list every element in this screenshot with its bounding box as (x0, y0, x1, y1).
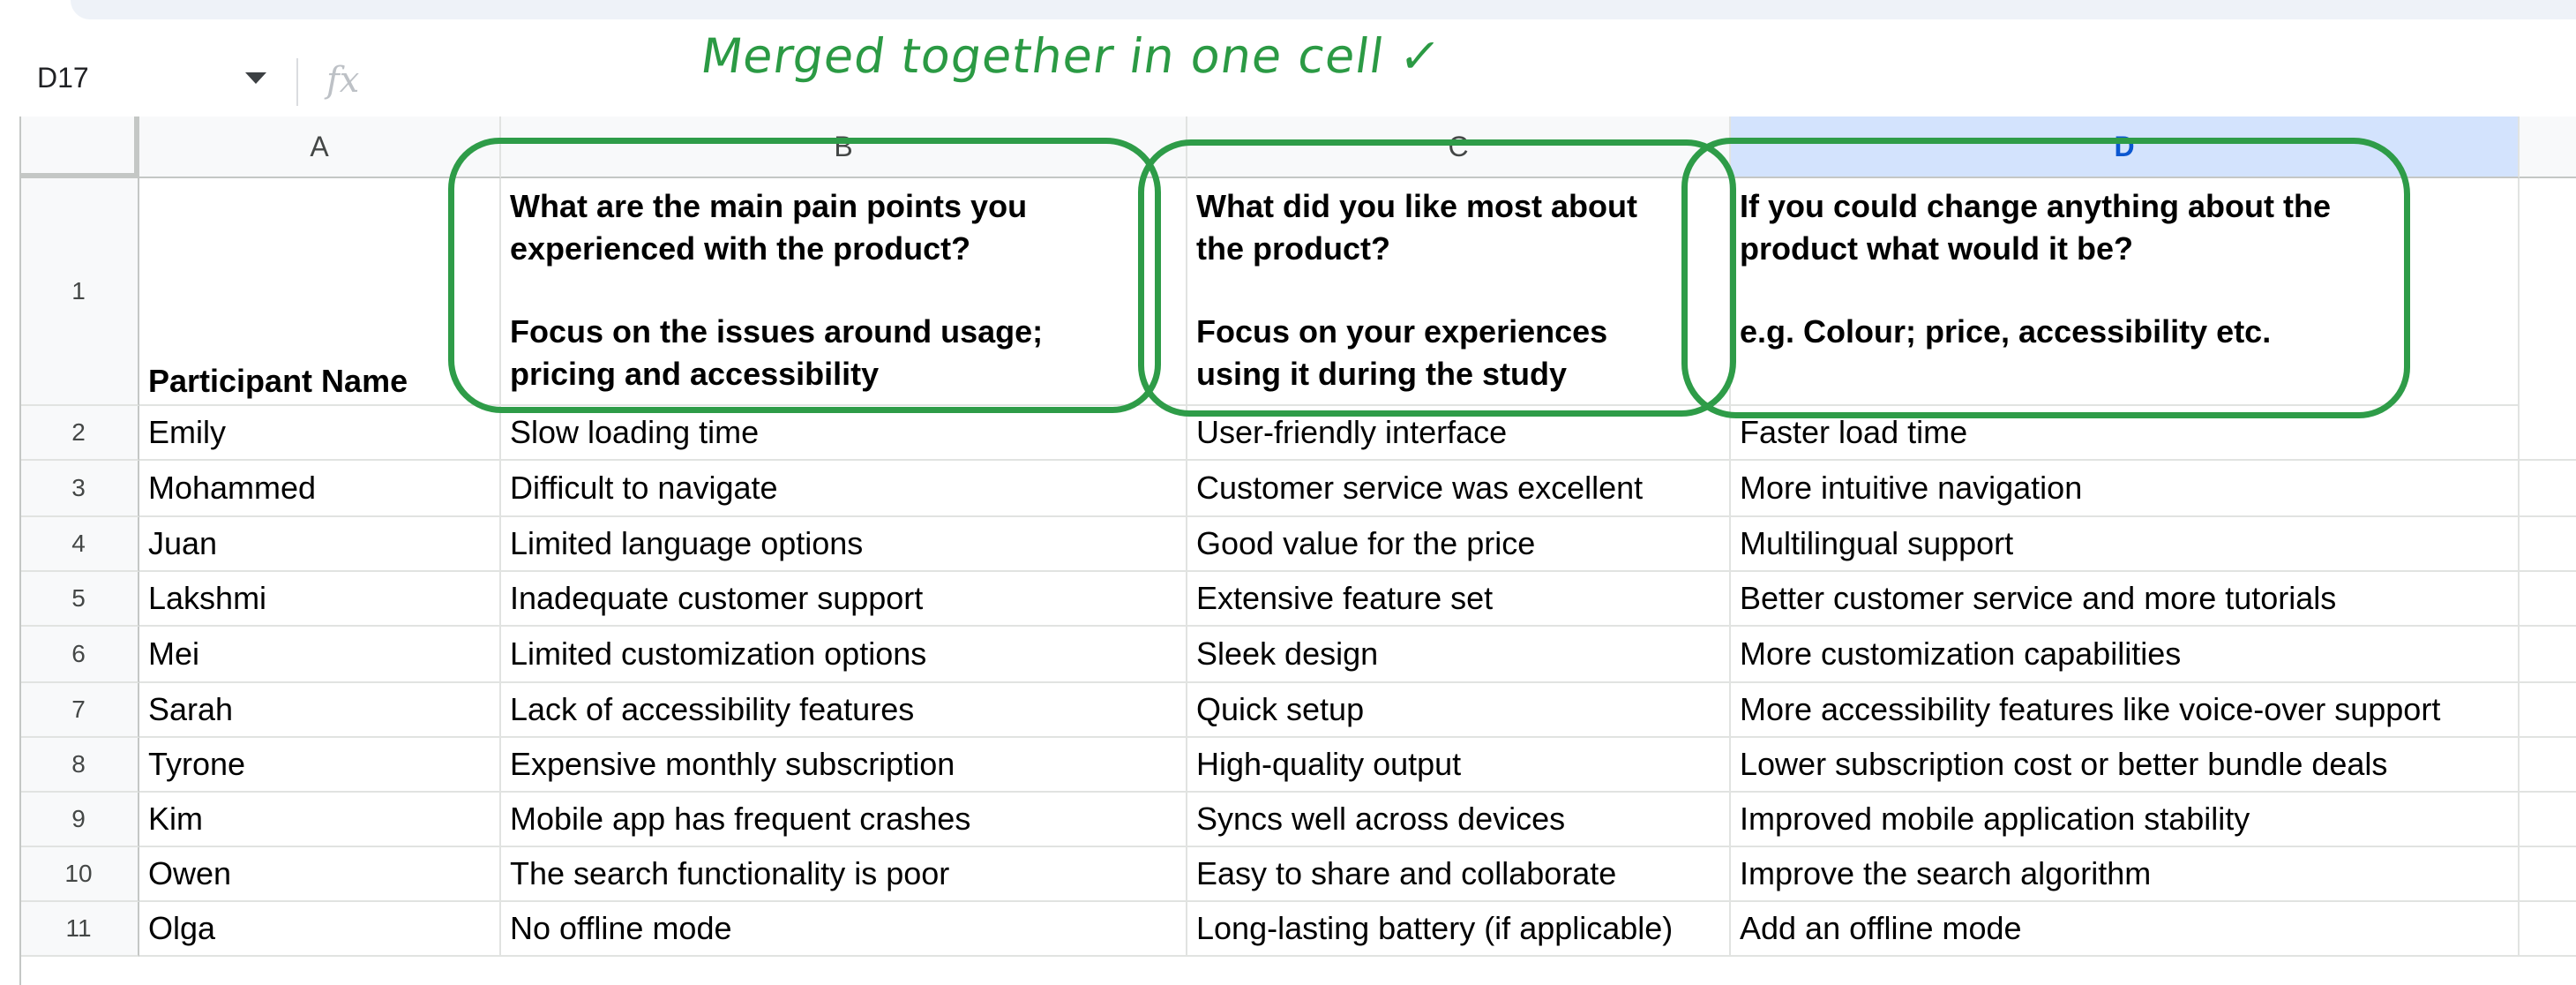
cell-a[interactable]: Owen (139, 847, 501, 902)
cell-e[interactable] (2520, 461, 2576, 517)
cell-b1-line1: What are the main pain points you (510, 188, 1028, 224)
cell-b1-line4: pricing and accessibility (510, 356, 880, 392)
cell-c[interactable]: Quick setup (1187, 683, 1731, 738)
cell-b1-line3: Focus on the issues around usage; (510, 313, 1044, 350)
cell-c[interactable]: Extensive feature set (1187, 572, 1731, 627)
cell-b[interactable]: Limited language options (501, 517, 1187, 572)
cell-a[interactable]: Lakshmi (139, 572, 501, 627)
row-header[interactable]: 5 (19, 572, 139, 627)
cell-c1-line1: What did you like most about (1196, 188, 1638, 224)
select-all-corner[interactable] (19, 117, 139, 178)
cell-e[interactable] (2520, 847, 2576, 902)
cell-d[interactable]: Lower subscription cost or better bundle… (1731, 738, 2520, 793)
cell-d[interactable]: Better customer service and more tutoria… (1731, 572, 2520, 627)
cell-a[interactable]: Mei (139, 627, 501, 683)
column-header-a[interactable]: A (139, 117, 501, 178)
cell-b[interactable]: The search functionality is poor (501, 847, 1187, 902)
cell-d[interactable]: Faster load time (1731, 406, 2520, 461)
top-strip (71, 0, 2576, 19)
cell-c[interactable]: Customer service was excellent (1187, 461, 1731, 517)
row-header[interactable]: 2 (19, 406, 139, 461)
row-header[interactable]: 10 (19, 847, 139, 902)
cell-c[interactable]: Syncs well across devices (1187, 793, 1731, 847)
cell-b[interactable]: Slow loading time (501, 406, 1187, 461)
cell-e[interactable] (2520, 738, 2576, 793)
annotation-circle-b (448, 138, 1161, 413)
handwritten-annotation: Merged together in one cell ✓ (697, 28, 1445, 84)
cell-b[interactable]: Limited customization options (501, 627, 1187, 683)
cell-b[interactable]: Lack of accessibility features (501, 683, 1187, 738)
cell-d1-line2: product what would it be? (1740, 230, 2133, 267)
cell-a1[interactable]: Participant Name (139, 178, 501, 406)
cell-e[interactable] (2520, 572, 2576, 627)
cell-c[interactable]: High-quality output (1187, 738, 1731, 793)
cell-a[interactable]: Tyrone (139, 738, 501, 793)
cell-d[interactable]: Improved mobile application stability (1731, 793, 2520, 847)
cell-d[interactable]: More intuitive navigation (1731, 461, 2520, 517)
column-header-b[interactable]: B (501, 117, 1187, 178)
cell-d[interactable]: More accessibility features like voice-o… (1731, 683, 2520, 738)
cell-a1-text: Participant Name (148, 363, 408, 399)
cell-c1-line2: the product? (1196, 230, 1390, 267)
row-header[interactable]: 9 (19, 793, 139, 847)
cell-d1-line1: If you could change anything about the (1740, 188, 2332, 224)
row-header[interactable]: 6 (19, 627, 139, 683)
cell-b[interactable]: Inadequate customer support (501, 572, 1187, 627)
name-box-dropdown-icon[interactable] (245, 72, 266, 84)
fx-icon: fx (326, 60, 360, 101)
row-header[interactable]: 11 (19, 902, 139, 957)
grid-left-border (19, 117, 21, 985)
cell-a[interactable]: Emily (139, 406, 501, 461)
row-header[interactable]: 3 (19, 461, 139, 517)
row-header[interactable]: 7 (19, 683, 139, 738)
cell-c[interactable]: Easy to share and collaborate (1187, 847, 1731, 902)
cell-c1-line4: using it during the study (1196, 356, 1567, 392)
cell-c[interactable]: User-friendly interface (1187, 406, 1731, 461)
cell-b[interactable]: Expensive monthly subscription (501, 738, 1187, 793)
cell-d[interactable]: More customization capabilities (1731, 627, 2520, 683)
cell-e[interactable] (2520, 627, 2576, 683)
cell-b[interactable]: No offline mode (501, 902, 1187, 957)
cell-c[interactable]: Sleek design (1187, 627, 1731, 683)
cell-d[interactable]: Add an offline mode (1731, 902, 2520, 957)
cell-d1-line3: e.g. Colour; price, accessibility etc. (1740, 313, 2272, 350)
cell-b[interactable]: Mobile app has frequent crashes (501, 793, 1187, 847)
cell-c[interactable]: Long-lasting battery (if applicable) (1187, 902, 1731, 957)
cell-e[interactable] (2520, 517, 2576, 572)
row-header[interactable]: 8 (19, 738, 139, 793)
cell-a[interactable]: Sarah (139, 683, 501, 738)
cell-a[interactable]: Olga (139, 902, 501, 957)
formula-bar-divider (296, 58, 298, 106)
cell-c1-line3: Focus on your experiences (1196, 313, 1608, 350)
cell-e[interactable] (2520, 902, 2576, 957)
cell-a[interactable]: Juan (139, 517, 501, 572)
annotation-circle-d (1681, 138, 2410, 418)
row-header-1[interactable]: 1 (19, 178, 139, 406)
cell-d1[interactable]: If you could change anything about the p… (1731, 178, 2520, 406)
cell-a[interactable]: Kim (139, 793, 501, 847)
cell-d[interactable]: Improve the search algorithm (1731, 847, 2520, 902)
cell-e[interactable] (2520, 683, 2576, 738)
column-header-c[interactable]: C (1187, 117, 1731, 178)
row-header[interactable]: 4 (19, 517, 139, 572)
column-header-e[interactable] (2520, 117, 2576, 178)
cell-e[interactable] (2520, 406, 2576, 461)
cell-a[interactable]: Mohammed (139, 461, 501, 517)
cell-b1-line2: experienced with the product? (510, 230, 971, 267)
cell-b[interactable]: Difficult to navigate (501, 461, 1187, 517)
name-box[interactable]: D17 (37, 62, 89, 94)
cell-c[interactable]: Good value for the price (1187, 517, 1731, 572)
annotation-circle-c (1138, 139, 1736, 417)
cell-b1[interactable]: What are the main pain points you experi… (501, 178, 1187, 406)
cell-d[interactable]: Multilingual support (1731, 517, 2520, 572)
cell-e[interactable] (2520, 793, 2576, 847)
